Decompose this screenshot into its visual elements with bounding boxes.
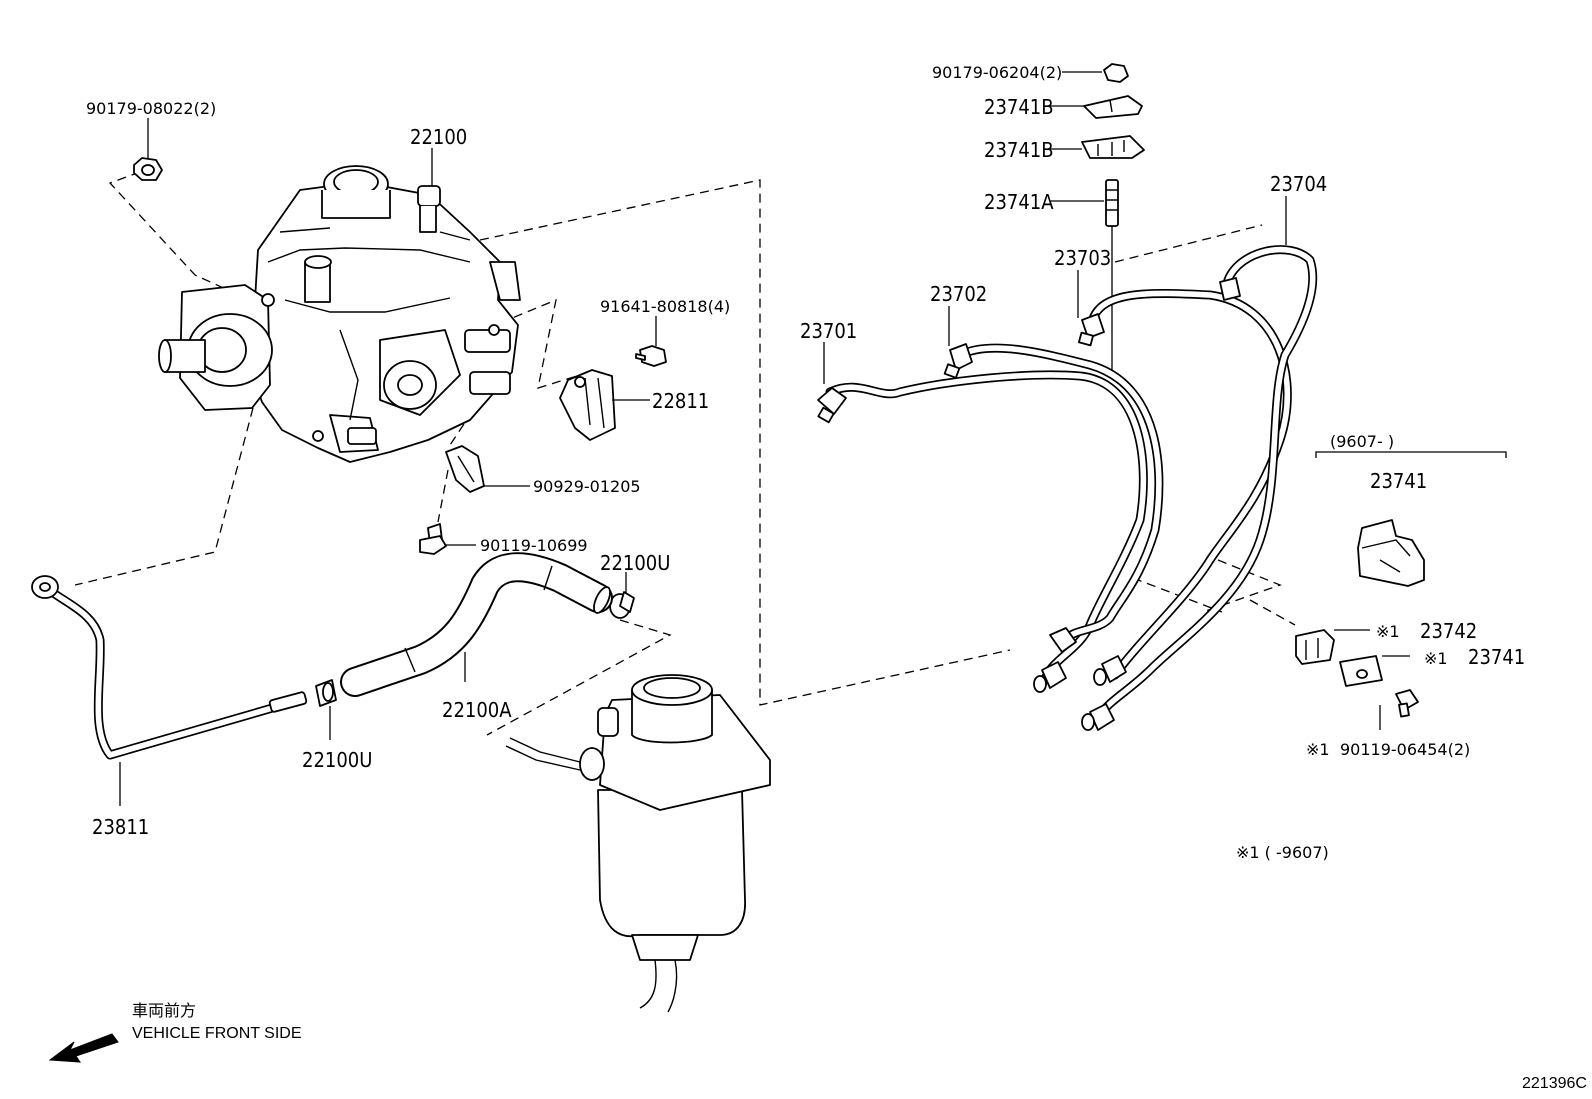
label-90119-10699: 90119-10699 [480, 536, 588, 555]
footnote: ※1 ( -9607) [1236, 843, 1329, 862]
bolt-91641-80818 [635, 345, 667, 367]
mark-90119-06454: ※1 [1306, 740, 1330, 759]
label-22100U-right: 22100U [600, 551, 670, 575]
nut-90179-08022 [133, 157, 163, 181]
label-23741B-upper: 23741B [984, 95, 1054, 119]
vehicle-front-japanese: 車両前方 [132, 1003, 197, 1020]
label-90929-01205: 90929-01205 [533, 477, 641, 496]
part-labels: 90179-08022(2) 22100 91641-80818(4) 2281… [86, 63, 1525, 862]
label-23741-old: 23741 [1468, 645, 1525, 669]
label-90119-06454: 90119-06454(2) [1340, 740, 1470, 759]
mark-23741-old: ※1 [1424, 649, 1448, 668]
label-23703: 23703 [1054, 246, 1111, 270]
label-23701: 23701 [800, 319, 857, 343]
label-22100A: 22100A [442, 698, 512, 722]
leader-lines [119, 71, 1507, 806]
label-91641-80818: 91641-80818(4) [600, 297, 730, 316]
stud-23741A [1105, 179, 1119, 227]
label-22100: 22100 [410, 125, 467, 149]
label-23702: 23702 [930, 282, 987, 306]
label-date-range-new: (9607- ) [1330, 432, 1394, 451]
label-23742: 23742 [1420, 619, 1477, 643]
label-90179-08022: 90179-08022(2) [86, 99, 216, 118]
label-90179-06204: 90179-06204(2) [932, 63, 1062, 82]
clip-22100U-left [315, 679, 337, 707]
bracket-22811 [559, 369, 616, 441]
clip-22100U-right [609, 591, 635, 619]
label-23741B-lower: 23741B [984, 138, 1054, 162]
label-23741-new: 23741 [1370, 469, 1427, 493]
arrow-left-down-icon [48, 1033, 119, 1063]
clamp-23742 [1295, 629, 1335, 665]
injection-pipes-assembly [817, 245, 1318, 731]
fuel-pipe-23811 [31, 575, 308, 760]
fuel-filter [505, 674, 771, 1013]
bolt-90119-10699 [419, 523, 447, 555]
clamp-23741B-lower [1081, 135, 1145, 159]
clamp-23741-old [1339, 655, 1383, 687]
injection-pump [158, 165, 521, 463]
bolt-90119-06454 [1395, 689, 1419, 718]
diagram-code: 221396C [1522, 1075, 1587, 1092]
mark-23742: ※1 [1376, 622, 1400, 641]
vehicle-front-english: VEHICLE FRONT SIDE [132, 1025, 302, 1042]
clamp-23741B-upper [1083, 95, 1143, 119]
clamp-90929-01205 [445, 445, 485, 493]
label-22100U-left: 22100U [302, 748, 372, 772]
label-23811: 23811 [92, 815, 149, 839]
label-23704: 23704 [1270, 172, 1327, 196]
nut-90179-06204 [1103, 63, 1129, 83]
label-22811: 22811 [652, 389, 709, 413]
clamp-23741-new [1357, 519, 1425, 587]
hose-22100A [340, 552, 613, 697]
label-23741A: 23741A [984, 190, 1054, 214]
